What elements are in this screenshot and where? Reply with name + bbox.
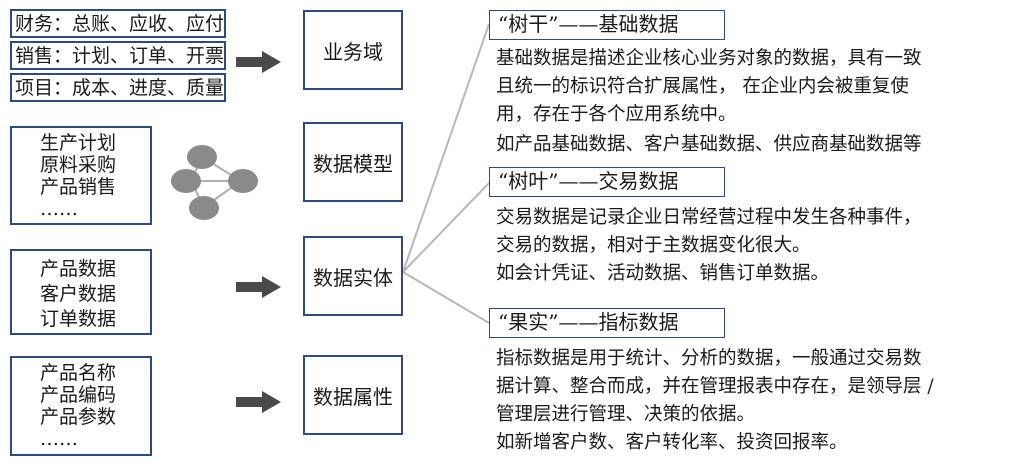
category-heading-metric: “果实”——指标数据 — [489, 308, 725, 338]
domain-row-sales: 销售：计划、订单、开票 — [10, 41, 226, 70]
attribute-examples-box: 产品名称 产品编码 产品参数 …… — [10, 356, 152, 456]
model-examples-box: 生产计划 原料采购 产品销售 …… — [10, 126, 152, 225]
model-example-2: 原料采购 — [40, 154, 117, 176]
entity-example-1: 产品数据 — [40, 258, 117, 280]
arrow-2 — [236, 276, 281, 298]
category-heading-transaction: “树叶”——交易数据 — [489, 167, 725, 197]
attribute-example-1: 产品名称 — [40, 362, 117, 384]
entity-example-3: 订单数据 — [40, 308, 117, 330]
level-data-model: 数据模型 — [303, 122, 403, 202]
level-data-attribute: 数据属性 — [303, 355, 403, 435]
network-icon — [171, 145, 258, 220]
level-data-entity: 数据实体 — [303, 236, 403, 316]
attribute-example-more: …… — [40, 428, 78, 450]
category-desc-master: 基础数据是描述企业核心业务对象的数据，具有一致 且统一的标识符合扩展属性， 在企… — [496, 48, 922, 155]
category-desc-metric: 指标数据是用于统计、分析的数据，一般通过交易数 据计算、整合而成，并在管理报表中… — [496, 348, 934, 453]
category-heading-master: “树干”——基础数据 — [489, 10, 725, 40]
model-example-1: 生产计划 — [40, 132, 117, 154]
model-example-more: …… — [40, 198, 78, 220]
entity-example-2: 客户数据 — [40, 283, 117, 305]
category-desc-transaction: 交易数据是记录企业日常经营过程中发生各种事件， 交易的数据，相对于主数据变化很大… — [496, 207, 922, 284]
arrow-1 — [236, 51, 281, 73]
arrow-3 — [236, 391, 281, 413]
domain-row-project: 项目：成本、进度、质量 — [10, 73, 226, 102]
attribute-example-3: 产品参数 — [40, 406, 117, 428]
entity-examples-box: 产品数据 客户数据 订单数据 — [10, 249, 152, 335]
level-business-domain: 业务域 — [303, 10, 403, 90]
model-example-3: 产品销售 — [40, 176, 117, 198]
domain-row-finance: 财务：总账、应收、应付 — [10, 9, 226, 38]
arrows — [236, 51, 281, 413]
connector-lines — [402, 23, 490, 324]
attribute-example-2: 产品编码 — [40, 384, 117, 406]
